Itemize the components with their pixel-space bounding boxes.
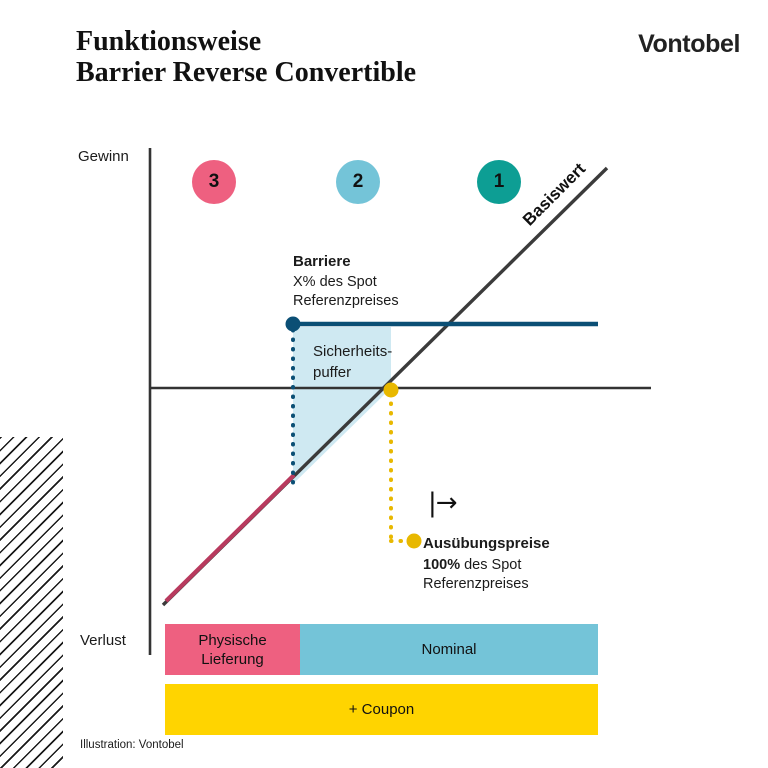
safety-buffer-line2: puffer xyxy=(313,364,352,381)
title-line-2: Barrier Reverse Convertible xyxy=(76,57,417,88)
zone-badge-1-label: 1 xyxy=(493,171,505,192)
brand-logo: Vontobel xyxy=(638,30,740,58)
strike-annotation-rest: des Spot xyxy=(460,557,522,573)
bar-nominal[interactable]: Nominal xyxy=(300,624,598,675)
bar-physisch-line2: Lieferung xyxy=(201,650,264,668)
bar-physische-lieferung-label: Physische Lieferung xyxy=(198,631,266,669)
barrier-marker-dot xyxy=(285,316,301,332)
safety-buffer-region xyxy=(293,327,391,484)
right-arrow-icon: |→ xyxy=(428,488,458,518)
axis-label-verlust: Verlust xyxy=(80,632,126,649)
strike-annotation-line2: Referenzpreises xyxy=(423,576,529,592)
barrier-annotation-line1: X% des Spot xyxy=(293,274,377,290)
bar-coupon[interactable]: + Coupon xyxy=(165,684,598,735)
safety-buffer-annotation: Sicherheits- puffer xyxy=(313,341,392,383)
illustration-credit: Illustration: Vontobel xyxy=(80,739,184,751)
strike-annotation-title: Ausübungspreise xyxy=(423,535,550,552)
strike-marker-dot-label xyxy=(406,533,422,549)
zone-badge-3-label: 3 xyxy=(208,171,220,192)
zone-badge-2-label: 2 xyxy=(352,171,364,192)
strike-marker-dot-on-curve xyxy=(383,382,399,398)
bar-coupon-label: + Coupon xyxy=(348,701,415,718)
barrier-annotation: Barriere X% des Spot Referenzpreises xyxy=(293,252,399,311)
bar-nominal-label: Nominal xyxy=(421,641,477,658)
zone-badge-3[interactable]: 3 xyxy=(192,160,236,204)
bar-physisch-line1: Physische xyxy=(198,631,267,649)
strike-annotation-percent: 100% xyxy=(423,557,461,573)
hatch-decoration xyxy=(0,437,63,768)
strike-annotation-line1: 100% des Spot xyxy=(423,556,550,575)
title-line-1: Funktionsweise xyxy=(76,26,262,57)
barrier-annotation-line2: Referenzpreises xyxy=(293,293,399,309)
zone-badge-1[interactable]: 1 xyxy=(477,160,521,204)
loss-segment-line xyxy=(164,473,296,603)
bar-physische-lieferung[interactable]: Physische Lieferung xyxy=(165,624,300,675)
axis-label-gewinn: Gewinn xyxy=(78,148,129,165)
strike-annotation: Ausübungspreise 100% des Spot Referenzpr… xyxy=(423,534,550,594)
safety-buffer-line1: Sicherheits- xyxy=(313,343,393,360)
zone-badge-2[interactable]: 2 xyxy=(336,160,380,204)
barrier-annotation-title: Barriere xyxy=(293,253,351,270)
